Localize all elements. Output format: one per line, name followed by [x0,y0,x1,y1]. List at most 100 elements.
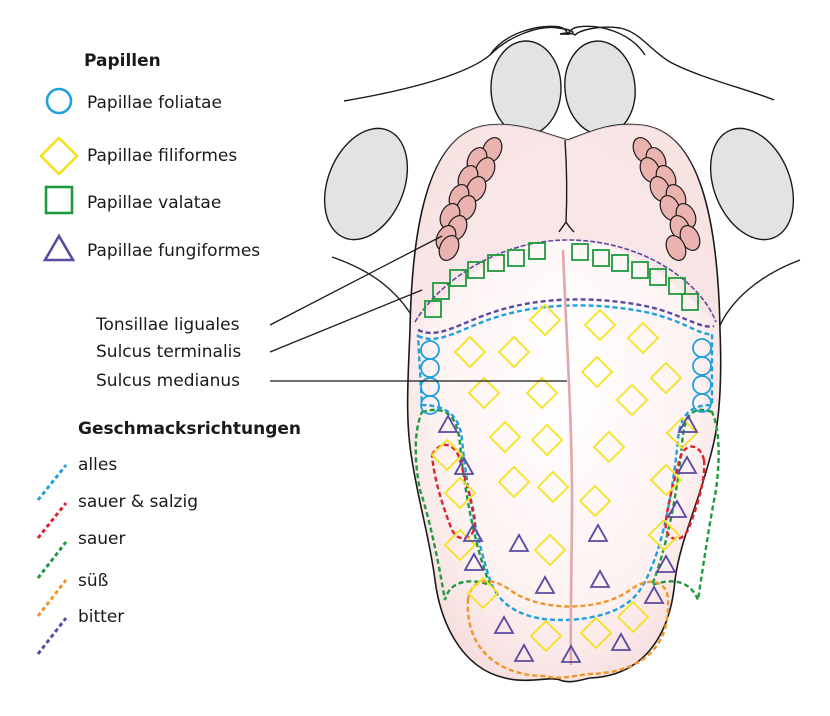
legend-label: Papillae foliatae [87,93,222,113]
papillae-foliatae-group [420,338,712,415]
legend-item-sauer: sauer [36,529,126,579]
papilla-valata [592,249,610,267]
legend-label: bitter [78,607,124,627]
papilla-fungiformis [677,414,699,433]
legend-papillen-title: Papillen [84,51,161,71]
papilla-fungiformis [508,533,530,552]
legend-item-valatae: Papillae valatae [44,185,221,215]
lateral-fold-right [717,259,801,331]
epiglottis-left [490,40,562,136]
papilla-fungiformis [655,554,677,573]
papilla-filiformis [583,308,617,342]
papilla-filiformis [580,355,614,389]
legend-label: Papillae fungiformes [87,241,260,261]
papilla-fungiformis [462,523,484,542]
papilla-fungiformis [643,585,665,604]
lateral-fold-left [331,256,421,331]
papilla-filiformis [533,533,567,567]
legend-item-fungiformes: Papillae fungiformes [42,233,260,262]
legend-geschmack-title: Geschmacksrichtungen [78,419,301,439]
papilla-fungiformis [463,552,485,571]
dashed-line-icon [36,579,68,617]
legend-label: sauer [78,529,126,549]
triangle-icon [42,233,76,262]
dashed-line-icon [36,541,68,579]
legend-item-bitter: bitter [36,607,124,655]
sauer-salzig-zone-right [664,445,706,541]
leader-tonsillae [269,235,443,326]
legend-label: alles [78,455,117,475]
annotation-sulcus-medianus: Sulcus medianus [96,371,240,391]
papillae-filiformes-group [430,303,699,653]
legend-label: Papillae valatae [87,193,221,213]
papilla-fungiformis [453,456,475,475]
pharynx-outline-top [489,25,646,56]
papilla-filiformis [528,303,562,337]
papilla-valata [631,261,649,279]
papilla-fungiformis [513,643,535,662]
papilla-filiformis [536,470,570,504]
dashed-line-icon [36,617,68,655]
papilla-filiformis [649,463,683,497]
leader-sulcus-terminalis [269,289,423,353]
legend-item-sauer-salzig: sauer & salzig [36,492,198,539]
papilla-filiformis [466,576,500,610]
papilla-filiformis [616,600,650,634]
papilla-filiformis [665,416,699,450]
papilla-fungiformis [560,644,582,663]
papilla-valata [449,269,467,287]
papilla-filiformis [443,528,477,562]
annotation-sulcus-terminalis: Sulcus terminalis [96,342,241,362]
papilla-fungiformis [587,523,609,542]
legend-label: süß [78,571,108,591]
legend-papillen: Papillen Papillae foliatae Papillae fili… [39,51,260,262]
papilla-valata [424,300,442,318]
papilla-foliata [420,395,440,415]
papilla-filiformis [467,376,501,410]
papilla-foliata [692,356,712,376]
papilla-fungiformis [610,632,632,651]
papilla-filiformis [497,465,531,499]
papilla-filiformis [430,438,464,472]
papilla-valata [681,293,699,311]
papilla-filiformis [578,484,612,518]
papilla-valata [432,282,450,300]
tonsilla-lingualis [665,235,687,261]
legend-item-filiformes: Papillae filiformes [39,136,237,176]
epiglottis-right [564,40,636,136]
root-fissure [558,139,575,233]
legend-label: Papillae filiformes [87,146,237,166]
sulcus-medianus-line [561,249,574,666]
legend-item-suess: süß [36,571,108,617]
papilla-filiformis [529,619,563,653]
dashed-line-icon [36,502,68,539]
papilla-valata [528,242,546,260]
papillae-fungiformes-group [437,414,699,663]
sauer-salzig-zone-left [430,443,477,540]
legend-geschmack: Geschmacksrichtungen alles sauer & salzi… [36,419,301,655]
papilla-filiformis [488,420,522,454]
papilla-valata [507,249,525,267]
tonsillae-group [435,137,701,261]
papilla-filiformis [649,361,683,395]
suess-zone-boundary [466,580,670,679]
papilla-valata [649,268,667,286]
palatine-tonsil-left [323,127,409,241]
papilla-filiformis [443,476,477,510]
dashed-line-icon [36,464,68,501]
papillae-valatae-group [424,242,699,318]
papilla-fungiformis [676,455,698,474]
papilla-foliata [420,358,440,378]
papilla-filiformis [626,321,660,355]
sauer-zone-boundary [414,408,720,605]
papilla-filiformis [530,423,564,457]
papilla-valata [571,243,589,261]
papilla-filiformis [615,383,649,417]
papilla-foliata [692,393,712,413]
papilla-fungiformis [589,569,611,588]
palatine-tonsil-right [709,127,795,241]
papilla-filiformis [647,518,681,552]
papilla-fungiformis [493,615,515,634]
papilla-fungiformis [534,575,556,594]
